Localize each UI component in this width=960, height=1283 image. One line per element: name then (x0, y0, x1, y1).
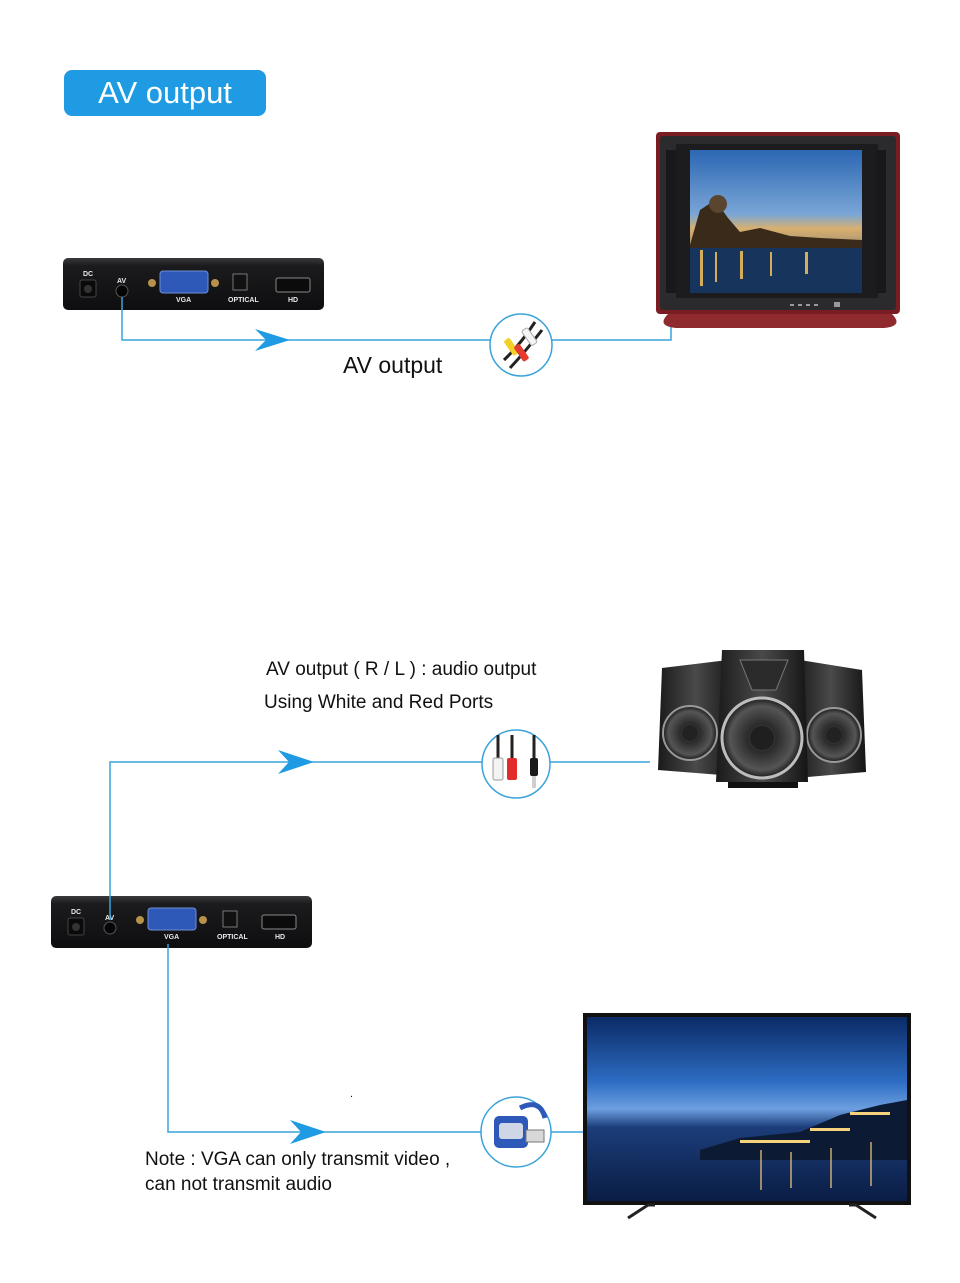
vga-note-line2: can not transmit audio (145, 1174, 332, 1195)
vga-port-label: VGA (164, 934, 179, 941)
vga-cable-icon (480, 1096, 552, 1168)
vga-note-line1: Note : VGA can only transmit video , (145, 1149, 451, 1170)
speakers-image (658, 650, 866, 788)
section-title-badge: AV output (64, 70, 266, 116)
stray-mark: . (350, 1088, 354, 1100)
hd-port-label: HD (275, 934, 285, 941)
audio-ports-caption: Using White and Red Ports (264, 692, 494, 713)
hd-port (275, 277, 311, 293)
dc-port (79, 279, 97, 298)
flat-tv-image (583, 1013, 911, 1220)
dc-port-label: DC (71, 909, 81, 916)
crt-tv-image (656, 132, 900, 328)
vga-port (148, 270, 219, 294)
vga-connector-line (167, 944, 583, 1133)
audio-output-caption: AV output ( R / L ) : audio output (266, 659, 537, 680)
optical-port-label: OPTICAL (228, 297, 259, 304)
arrow-icon (290, 1120, 326, 1144)
dc-port (67, 917, 85, 936)
av-output-caption: AV output (343, 352, 443, 378)
dc-port-label: DC (83, 271, 93, 278)
vga-port (136, 907, 207, 931)
arrow-icon (255, 329, 290, 351)
rca-cable-icon (489, 313, 553, 377)
arrow-icon (278, 750, 314, 774)
av-port-label: AV (117, 278, 127, 285)
hd-port-label: HD (288, 297, 298, 304)
rca-audio-cable-icon (481, 729, 551, 799)
optical-port (222, 910, 238, 928)
av-port (115, 284, 129, 298)
optical-port-label: OPTICAL (217, 934, 248, 941)
optical-port (232, 273, 248, 291)
device-bottom: DC AV VGA OPTICAL HD (51, 896, 312, 948)
hd-port (261, 914, 297, 930)
device-top: DC AV VGA OPTICAL HD (63, 258, 324, 310)
audio-connector-line (109, 761, 650, 920)
vga-port-label: VGA (176, 297, 191, 304)
av-port (103, 921, 117, 935)
